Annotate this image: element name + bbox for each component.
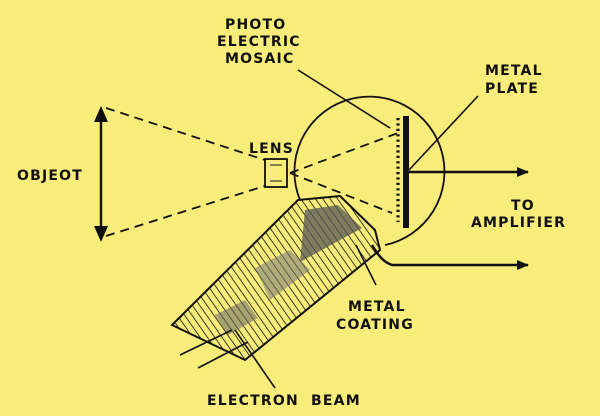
- object-arrow: [94, 106, 108, 242]
- leader-lines: [234, 69, 479, 389]
- tube-neck: [170, 194, 382, 369]
- metal-plate-label-line1: METAL: [485, 63, 543, 79]
- metal-coating-label-line2: COATING: [336, 317, 414, 333]
- metal-plate-label-line2: PLATE: [485, 81, 539, 97]
- photo-label: PHOTO: [225, 17, 286, 33]
- electron-beam-label: ELECTRON BEAM: [207, 393, 361, 409]
- lens: [264, 158, 288, 188]
- to-label: TO: [511, 198, 535, 214]
- tube-bulb: [293, 95, 446, 246]
- mosaic-label: MOSAIC: [225, 51, 294, 67]
- lens-label: LENS: [249, 141, 294, 157]
- object-label: OBJEOT: [17, 168, 83, 184]
- amplifier-label: AMPLIFIER: [471, 215, 566, 231]
- coating-output-arrow: [370, 244, 529, 270]
- light-rays: [105, 107, 399, 237]
- metal-plate: [403, 116, 409, 228]
- electric-label: ELECTRIC: [217, 34, 301, 50]
- metal-coating-label-line1: METAL: [348, 299, 406, 315]
